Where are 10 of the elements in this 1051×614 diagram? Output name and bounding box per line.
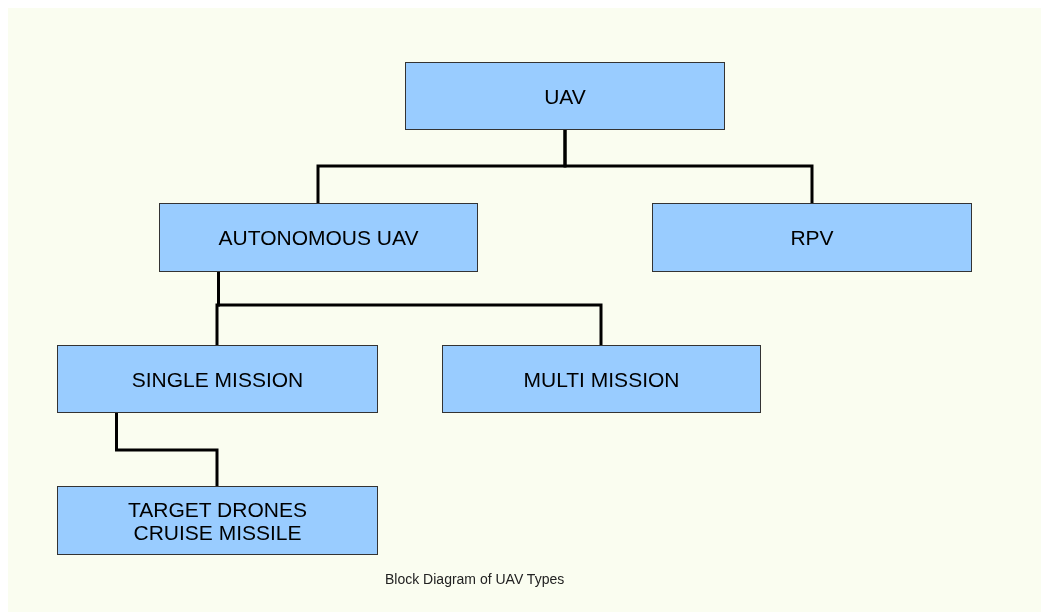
connector-line <box>563 130 814 203</box>
caption: Block Diagram of UAV Types <box>385 570 565 589</box>
block-box: RPV <box>652 203 972 272</box>
block-box: SINGLE MISSION <box>57 345 378 413</box>
block-box: TARGET DRONES CRUISE MISSILE <box>57 486 378 555</box>
connector-line <box>217 272 603 345</box>
block-box: AUTONOMOUS UAV <box>159 203 478 272</box>
connector-line <box>115 413 219 486</box>
block-box: UAV <box>405 62 725 130</box>
block-box: MULTI MISSION <box>442 345 761 413</box>
